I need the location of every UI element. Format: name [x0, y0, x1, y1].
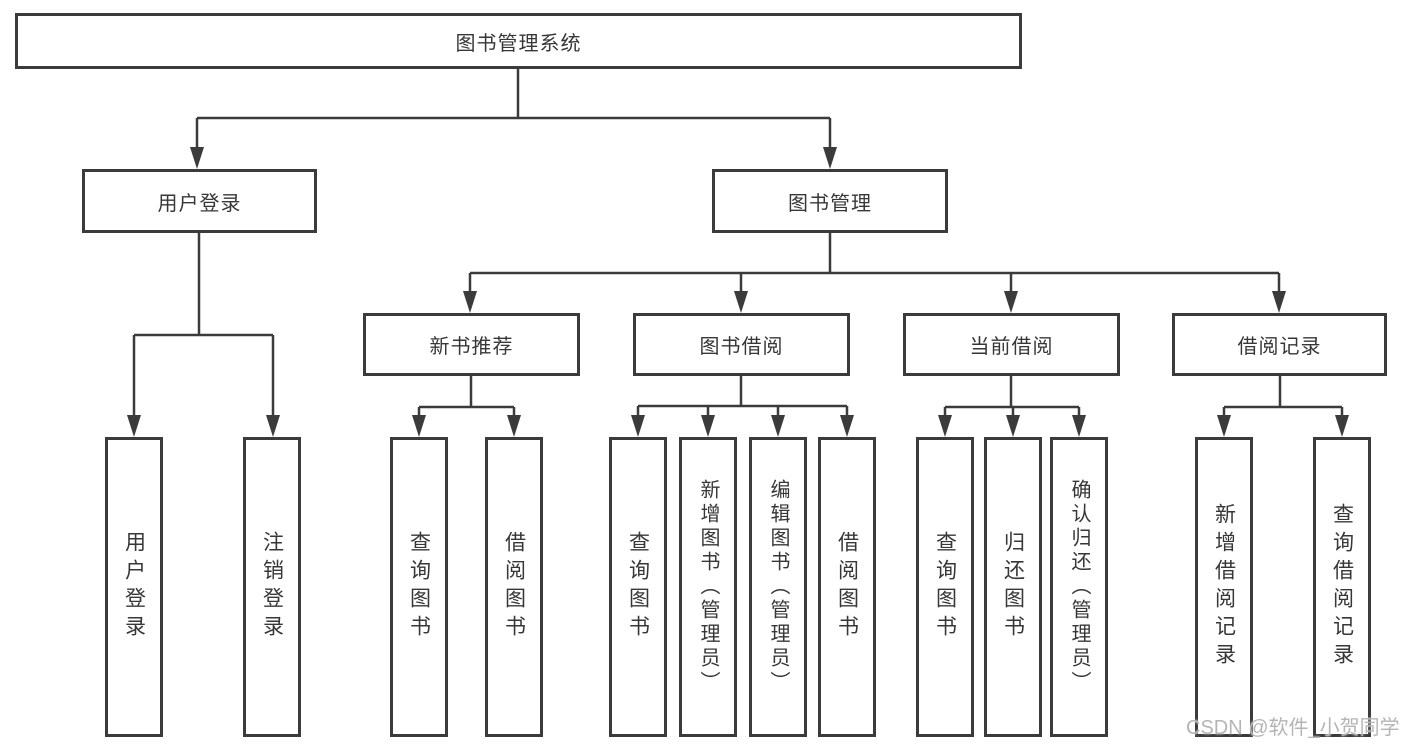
leaf-add-book-admin: 新增图书（管理员）	[679, 437, 737, 737]
node-current-borrowing: 当前借阅	[903, 313, 1120, 376]
leaf-borrow-books-recommend: 借阅图书	[485, 437, 543, 737]
leaf-logout: 注销登录	[243, 437, 301, 737]
leaf-user-login: 用户登录	[105, 437, 163, 737]
leaf-confirm-return-admin: 确认归还（管理员）	[1050, 437, 1108, 737]
node-book-borrowing: 图书借阅	[633, 313, 850, 376]
node-new-book-recommend: 新书推荐	[363, 313, 580, 376]
leaf-edit-book-admin: 编辑图书（管理员）	[749, 437, 807, 737]
node-user-login-branch: 用户登录	[82, 169, 317, 233]
leaf-return-book: 归还图书	[984, 437, 1042, 737]
leaf-query-books-borrowing: 查询图书	[609, 437, 667, 737]
watermark: CSDN @软件_小贺同学	[1186, 717, 1400, 739]
node-book-management: 图书管理	[712, 169, 948, 233]
leaf-add-borrow-record: 新增借阅记录	[1195, 437, 1253, 737]
leaf-query-borrow-record: 查询借阅记录	[1313, 437, 1371, 737]
leaf-borrow-books: 借阅图书	[818, 437, 876, 737]
node-root-system: 图书管理系统	[15, 13, 1022, 69]
leaf-query-books-recommend: 查询图书	[390, 437, 448, 737]
node-borrowing-records: 借阅记录	[1172, 313, 1387, 376]
leaf-query-books-current: 查询图书	[916, 437, 974, 737]
